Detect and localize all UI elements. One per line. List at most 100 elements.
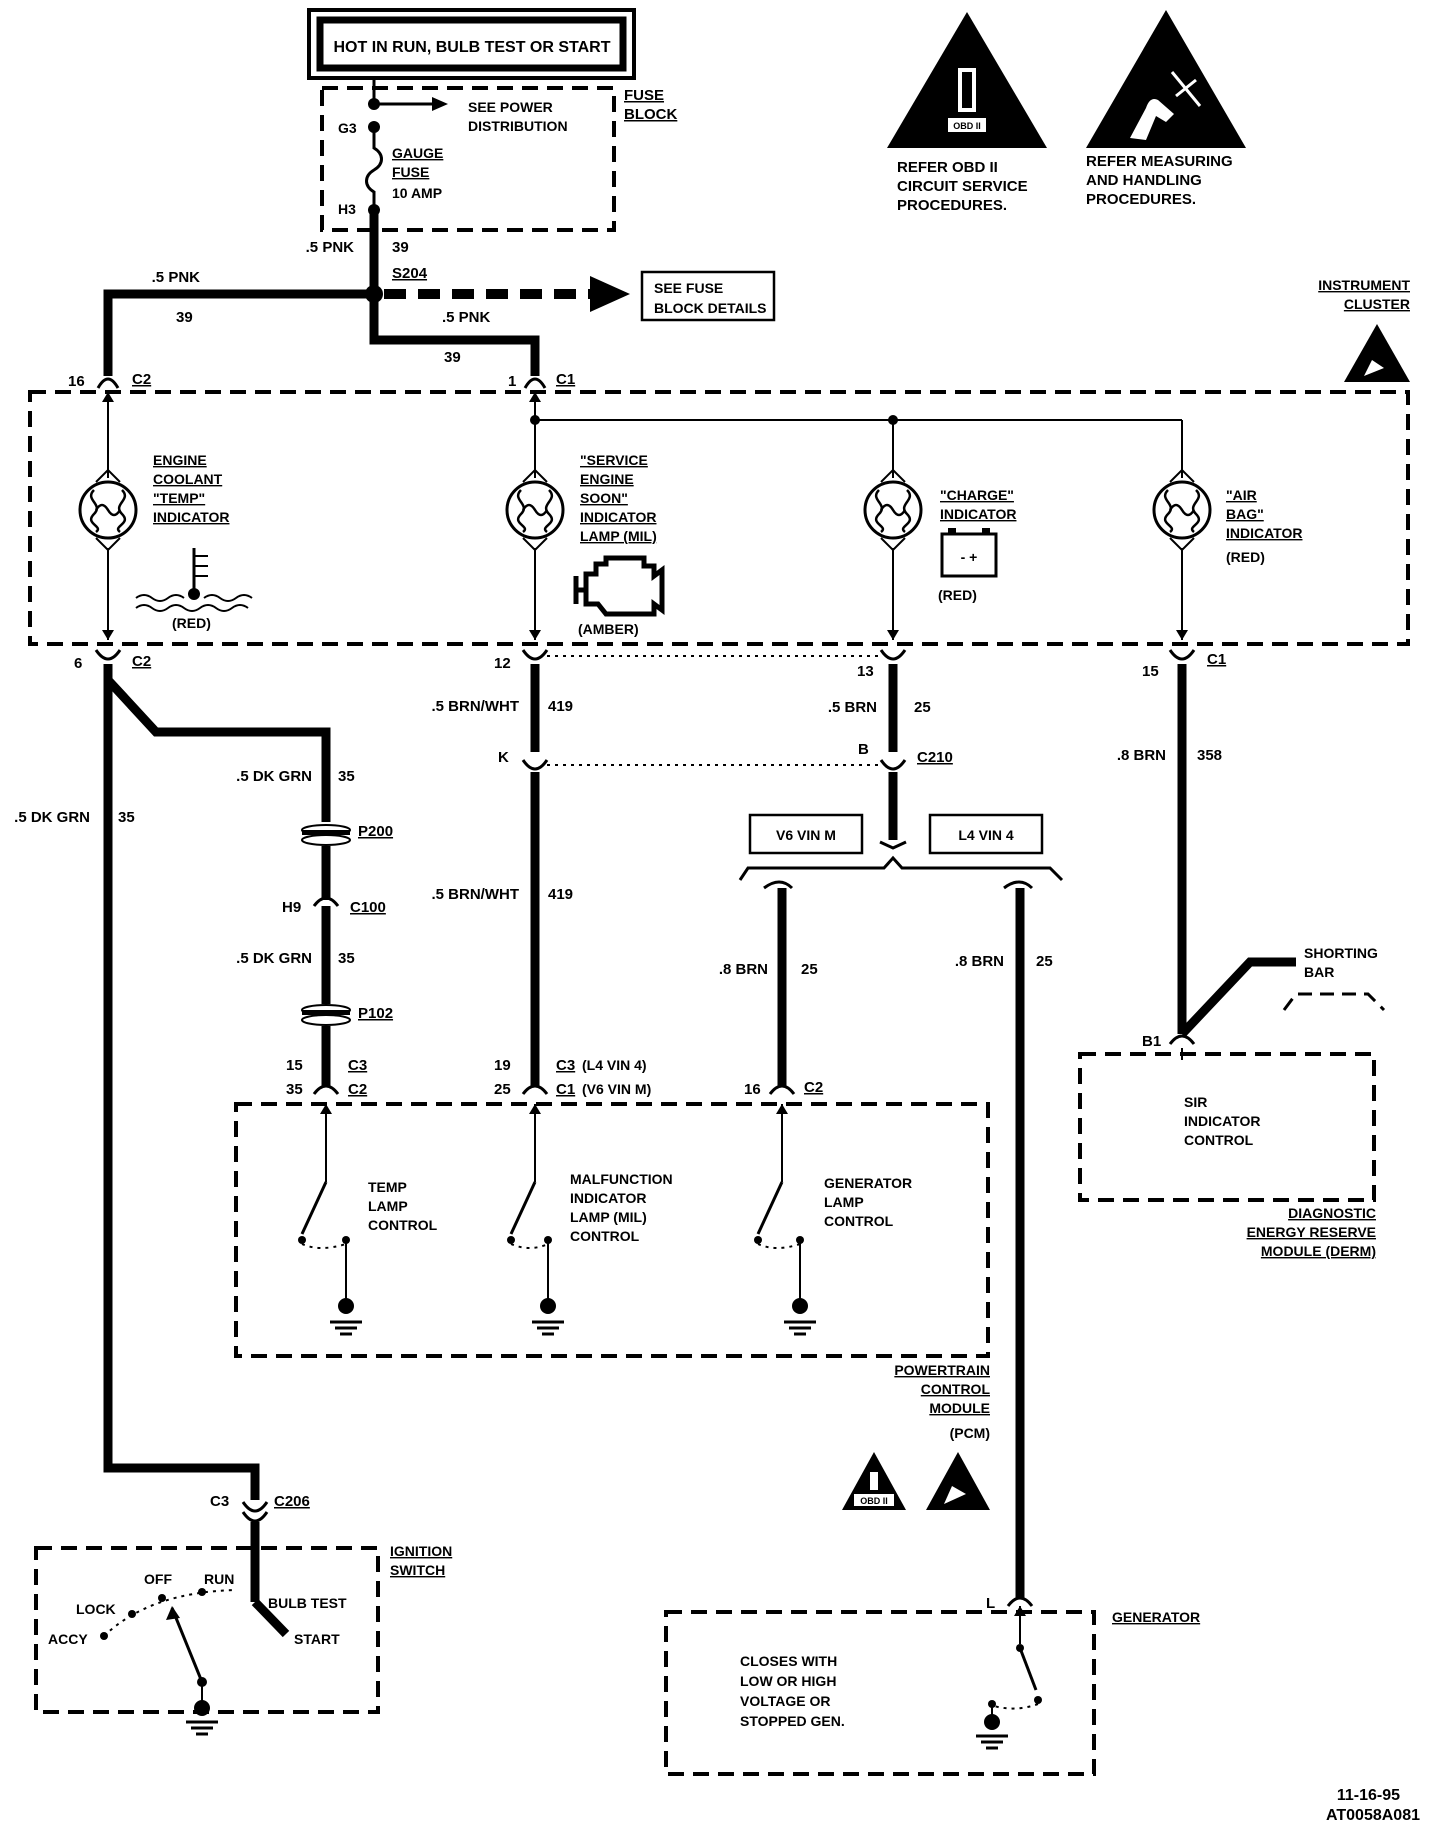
footer-date: 11-16-95 <box>1337 1787 1400 1804</box>
derm-title-2: ENERGY RESERVE <box>1247 1224 1376 1240</box>
fuse-name-2: FUSE <box>392 164 429 180</box>
coolant-color: (RED) <box>172 615 211 631</box>
ses-bulb-icon <box>505 480 565 540</box>
pcm-boundary <box>234 1102 990 1358</box>
fuse-block-title-1: FUSE <box>624 87 664 104</box>
temp-ground-icon <box>328 1320 364 1336</box>
generator-boundary <box>664 1610 1096 1776</box>
cluster-boundary <box>28 390 1410 646</box>
fuse-name-1: GAUGE <box>392 145 443 161</box>
ign-switch-arm <box>170 1607 204 1683</box>
mil-ctrl-2: INDICATOR <box>570 1190 646 1206</box>
coolant-bulb-icon <box>78 480 138 540</box>
gen-desc-1: CLOSES WITH <box>740 1653 837 1669</box>
pcm-gen-conn: C2 <box>804 1079 823 1096</box>
cluster-esd-icon <box>1344 324 1410 382</box>
c1-in-conn: C1 <box>556 371 575 388</box>
ign-bulb-test: BULB TEST <box>268 1595 347 1611</box>
temp-ctrl-1: TEMP <box>368 1179 407 1195</box>
mil-ctrl-4: CONTROL <box>570 1228 640 1244</box>
derm-l3: CONTROL <box>1184 1132 1254 1148</box>
wire-39-right <box>369 294 540 376</box>
ign-title-1: IGNITION <box>390 1543 452 1559</box>
wire-25-u-gauge: .5 BRN <box>828 699 877 716</box>
power-header-label: HOT IN RUN, BULB TEST OR START <box>333 39 610 56</box>
ses-label-5: LAMP (MIL) <box>580 528 657 544</box>
c206-pin: C3 <box>210 1493 229 1510</box>
wire-35-main-circuit: 35 <box>118 809 135 826</box>
pcm-temp-pin1: 15 <box>286 1057 303 1074</box>
coolant-temp-icon <box>135 548 253 612</box>
charge-color: (RED) <box>938 587 977 603</box>
derm-l2: INDICATOR <box>1184 1113 1260 1129</box>
derm-l1: SIR <box>1184 1094 1207 1110</box>
pcm-title-4: (PCM) <box>950 1425 990 1441</box>
wire-419-u-gauge: .5 BRN/WHT <box>432 698 520 715</box>
wire-left-circuit: 39 <box>176 309 193 326</box>
out-ses-pin: 12 <box>494 655 511 672</box>
c206-label: C206 <box>274 1493 310 1510</box>
instrument-cluster: INSTRUMENT CLUSTER 16 C2 1 C1 ENGINE COO… <box>28 277 1410 646</box>
airbag-color: (RED) <box>1226 549 1265 565</box>
variant-v6-box <box>748 813 864 855</box>
mil-ctrl-1: MALFUNCTION <box>570 1171 673 1187</box>
wire-35-branch <box>104 676 331 822</box>
variant-v6: V6 VIN M <box>776 827 836 843</box>
obd-warning-2: CIRCUIT SERVICE <box>897 178 1028 195</box>
charge-label-2: INDICATOR <box>940 506 1016 522</box>
charge-bulb-icon <box>863 480 923 540</box>
wire-25-v6-circuit: 25 <box>801 961 818 978</box>
obd-warning-3: PROCEDURES. <box>897 197 1007 214</box>
ses-label-1: "SERVICE <box>580 452 648 468</box>
fuse-block-title-2: BLOCK <box>624 106 677 123</box>
shorting-bar-1: SHORTING <box>1304 945 1378 961</box>
coolant-label-2: COOLANT <box>153 471 223 487</box>
c100-pin: H9 <box>282 899 301 916</box>
wire-35-b1-circuit: 35 <box>338 768 355 785</box>
pcm-temp-pin2: 35 <box>286 1081 303 1098</box>
wire-358-circuit: 358 <box>1197 747 1222 764</box>
connector-c100 <box>312 896 340 907</box>
mil-ctrl-3: LAMP (MIL) <box>570 1209 647 1225</box>
see-fuse-arrow <box>590 276 630 312</box>
fuse-rating: 10 AMP <box>392 185 442 201</box>
pcm-temp-conn2: C2 <box>348 1081 367 1098</box>
p200-label: P200 <box>358 823 393 840</box>
wire-35-main <box>103 664 260 1500</box>
shorting-bar-lead <box>1178 957 1296 1038</box>
cluster-title-2: CLUSTER <box>1344 296 1410 312</box>
wire-25-l4-gauge: .8 BRN <box>955 953 1004 970</box>
coolant-label-4: INDICATOR <box>153 509 229 525</box>
wire-39-left <box>103 289 374 376</box>
c2-in-pin: 16 <box>68 373 85 390</box>
esd-triangle-icon <box>1086 10 1246 148</box>
p102-label: P102 <box>358 1005 393 1022</box>
wire-35-b1-gauge: .5 DK GRN <box>236 768 312 785</box>
airbag-bulb-icon <box>1152 480 1212 540</box>
pcm-esd-icon <box>926 1452 990 1510</box>
see-fuse-1: SEE FUSE <box>654 280 723 296</box>
wire-feed-gauge: .5 PNK <box>306 239 355 256</box>
c210-k: K <box>498 749 509 766</box>
wire-35-main-gauge: .5 DK GRN <box>14 809 90 826</box>
pcm-obd-badge: OBD II <box>860 1496 888 1506</box>
ign-lock: LOCK <box>76 1601 116 1617</box>
gen-desc-2: LOW OR HIGH <box>740 1673 836 1689</box>
variant-l4-box <box>928 813 1044 855</box>
engine-icon <box>573 555 665 617</box>
wire-35-b2-gauge: .5 DK GRN <box>236 950 312 967</box>
airbag-label-1: "AIR <box>1226 487 1257 503</box>
ign-ground-icon <box>184 1720 220 1736</box>
temp-ctrl-2: LAMP <box>368 1198 408 1214</box>
gen-ctrl-2: LAMP <box>824 1194 864 1210</box>
wire-35-b2-circuit: 35 <box>338 950 355 967</box>
pcm-title-3: MODULE <box>929 1400 990 1416</box>
variant-l4: L4 VIN 4 <box>958 827 1013 843</box>
connector-p200 <box>301 824 351 846</box>
gen-pin: L <box>986 1595 995 1612</box>
pcm-title-2: CONTROL <box>921 1381 991 1397</box>
pcm-mil-conn2: C1 <box>556 1081 575 1098</box>
gen-desc-4: STOPPED GEN. <box>740 1713 845 1729</box>
see-power-1: SEE POWER <box>468 99 553 115</box>
